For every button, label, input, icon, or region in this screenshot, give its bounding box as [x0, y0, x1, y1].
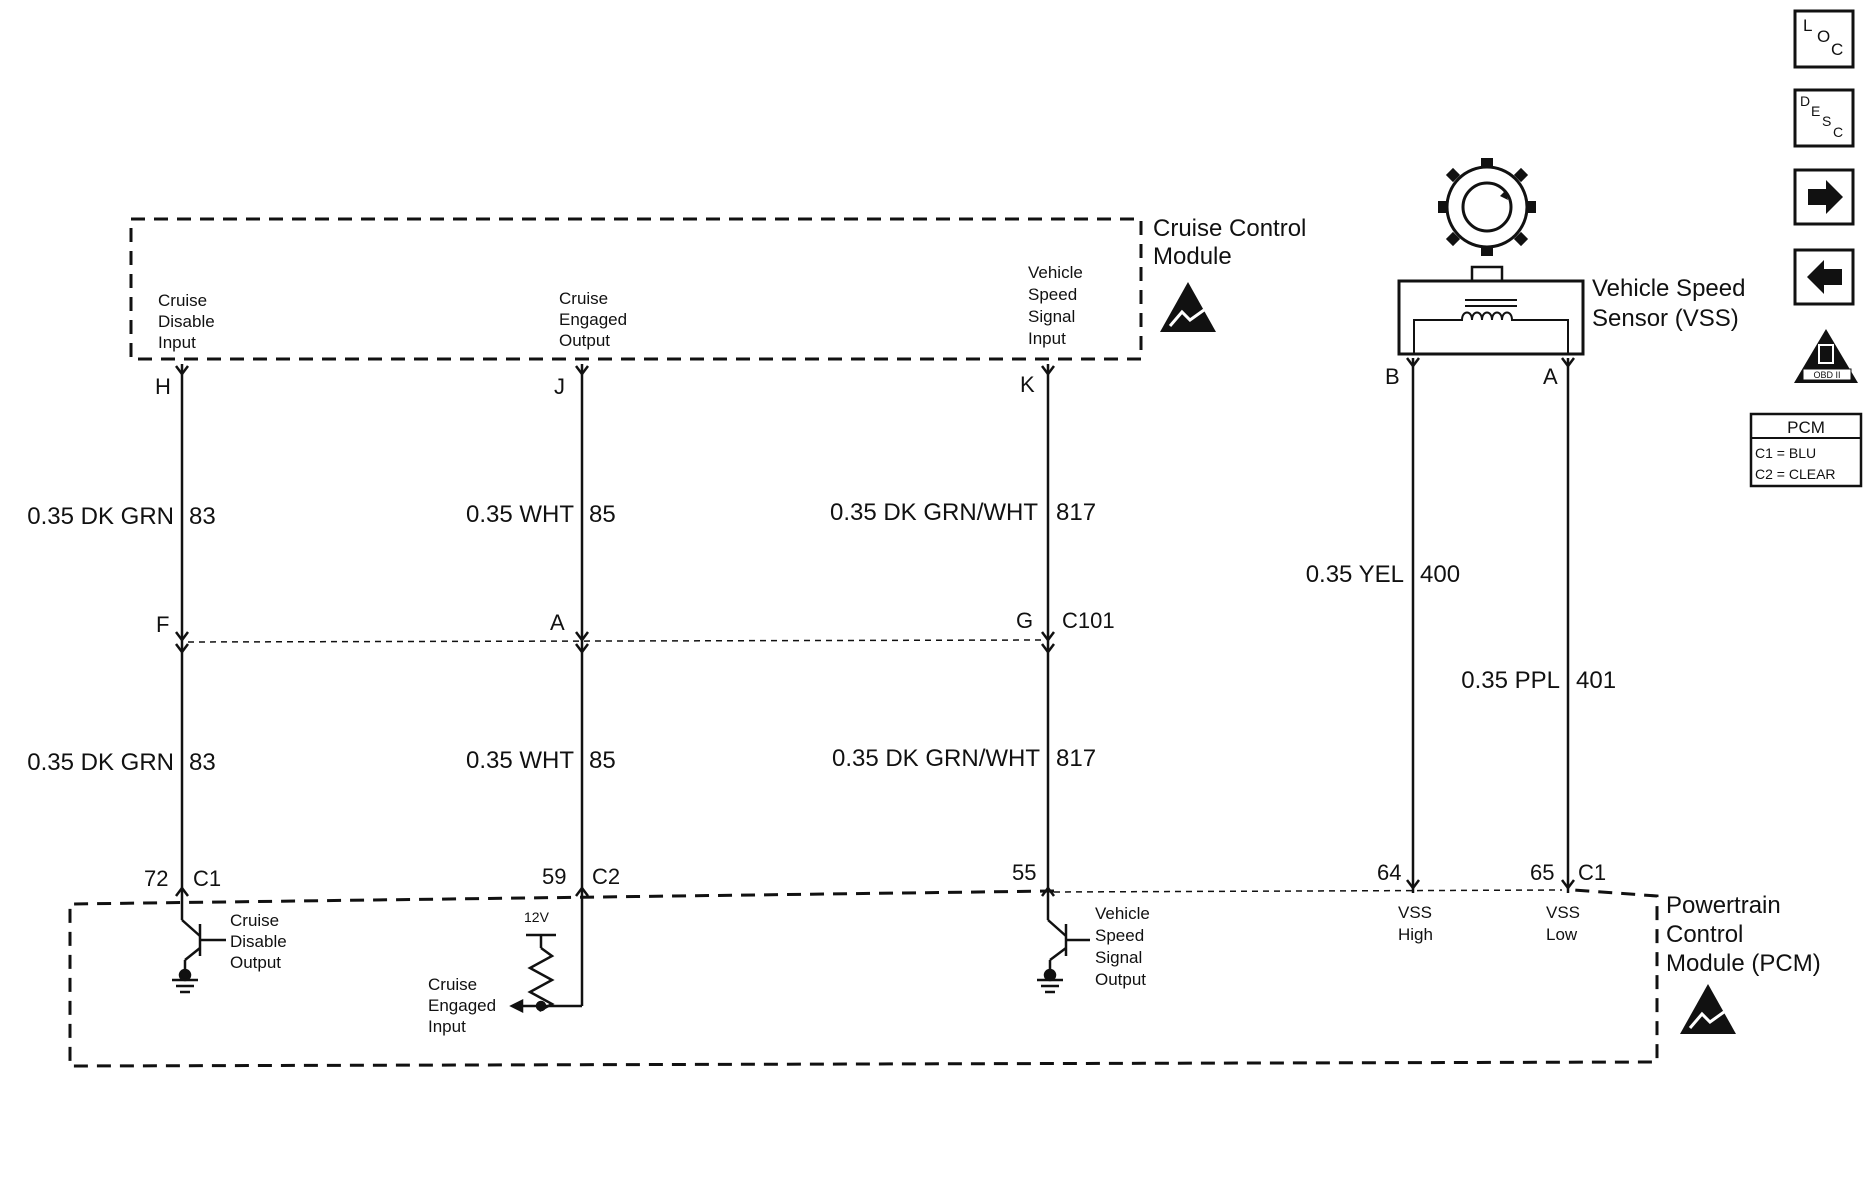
pcm-title-line2: Control [1666, 921, 1743, 948]
vss-low-l2: Low [1546, 925, 1578, 944]
wire-color-83-top: 0.35 DK GRN [27, 503, 174, 530]
cruise-engaged-output-l1: Cruise [559, 289, 608, 308]
wire-circuit-400: 400 [1420, 561, 1460, 588]
pcm-title-line1: Powertrain [1666, 892, 1781, 919]
vss-signal-output-l3: Signal [1095, 948, 1142, 967]
connector-c101: C101 [1062, 608, 1115, 633]
connector-c1-a: C1 [193, 866, 221, 891]
wire-color-401: 0.35 PPL [1461, 667, 1560, 694]
cruise-engaged-input-l3: Input [428, 1017, 466, 1036]
loc-letter-l: L [1803, 16, 1812, 35]
wire-color-83-bot: 0.35 DK GRN [27, 749, 174, 776]
wire-color-817-bot: 0.35 DK GRN/WHT [832, 745, 1040, 772]
obd-ii-icon[interactable]: OBD II [1794, 329, 1858, 383]
pin-B: B [1385, 364, 1400, 389]
loc-button[interactable]: L O C [1793, 9, 1855, 69]
wire-circuit-85-top: 85 [589, 501, 616, 528]
loc-letter-c: C [1831, 40, 1843, 59]
voltage-12v-label: 12V [524, 909, 550, 925]
cruise-module-title-line2: Module [1153, 243, 1232, 270]
desc-button[interactable]: D E S C [1793, 88, 1855, 148]
pcm-legend-row1: C1 = BLU [1755, 445, 1816, 461]
pin-72: 72 [144, 866, 168, 891]
desc-letter-s: S [1822, 113, 1831, 129]
powertrain-control-module: Powertrain Control Module (PCM) Cruise D… [68, 888, 1821, 1068]
pull-up-resistor [509, 898, 584, 1014]
wire-circuit-83-bot: 83 [189, 749, 216, 776]
wire-color-85-bot: 0.35 WHT [466, 747, 574, 774]
vss-signal-output-l2: Speed [1095, 926, 1144, 945]
connector-symbols [175, 357, 1575, 897]
pin-J: J [554, 374, 565, 399]
arrow-left-icon [1807, 260, 1842, 294]
connector-c101-line [187, 639, 1043, 643]
arrow-right-icon [1808, 180, 1843, 214]
vss-signal-input-l1: Vehicle [1028, 263, 1083, 282]
pin-H: H [155, 374, 171, 399]
esd-warning-icon [1680, 984, 1736, 1034]
wire-circuit-83-top: 83 [189, 503, 216, 530]
prev-page-button[interactable] [1793, 248, 1855, 306]
pin-A-conn: A [550, 610, 565, 635]
wire-color-400: 0.35 YEL [1306, 561, 1404, 588]
cruise-control-module: Cruise Control Module Cruise Disable Inp… [129, 215, 1306, 361]
vss-signal-input-l2: Speed [1028, 285, 1077, 304]
rotation-gear-icon [1438, 158, 1536, 256]
vss-low-l1: VSS [1546, 903, 1580, 922]
vss-signal-input-l3: Signal [1028, 307, 1075, 326]
vss-title-line2: Sensor (VSS) [1592, 305, 1739, 332]
pin-64: 64 [1377, 860, 1401, 885]
esd-warning-icon [1160, 282, 1216, 332]
loc-letter-o: O [1817, 27, 1830, 46]
cruise-disable-input-l1: Cruise [158, 291, 207, 310]
next-page-button[interactable] [1793, 168, 1855, 226]
vehicle-speed-sensor: Vehicle Speed Sensor (VSS) [1397, 158, 1745, 356]
connector-c2: C2 [592, 864, 620, 889]
vss-high-l1: VSS [1398, 903, 1432, 922]
cruise-module-title-line1: Cruise Control [1153, 215, 1306, 242]
cruise-disable-output-l2: Disable [230, 932, 287, 951]
cruise-disable-input-l2: Disable [158, 312, 215, 331]
cruise-engaged-input-l1: Cruise [428, 975, 477, 994]
desc-letter-e: E [1811, 103, 1820, 119]
vss-output-transistor [1037, 898, 1090, 994]
cruise-engaged-output-l2: Engaged [559, 310, 627, 329]
pcm-connector-line [1053, 889, 1563, 893]
desc-letter-d: D [1800, 93, 1810, 109]
wire-circuit-817-bot: 817 [1056, 745, 1096, 772]
pin-K: K [1020, 372, 1035, 397]
connector-c1-b: C1 [1578, 860, 1606, 885]
wire-circuit-85-bot: 85 [589, 747, 616, 774]
pin-59: 59 [542, 864, 566, 889]
wire-circuit-401: 401 [1576, 667, 1616, 694]
vss-signal-input-l4: Input [1028, 329, 1066, 348]
pcm-legend-row2: C2 = CLEAR [1755, 466, 1836, 482]
pcm-title-line3: Module (PCM) [1666, 950, 1821, 977]
pcm-legend-title: PCM [1787, 418, 1825, 437]
desc-letter-c: C [1833, 124, 1843, 140]
pin-A-vss: A [1543, 364, 1558, 389]
pin-F: F [156, 612, 169, 637]
cruise-disable-transistor [172, 898, 226, 994]
vss-title-line1: Vehicle Speed [1592, 275, 1745, 302]
wire-circuit-817-top: 817 [1056, 499, 1096, 526]
pin-55: 55 [1012, 860, 1036, 885]
vss-high-l2: High [1398, 925, 1433, 944]
pin-G: G [1016, 608, 1033, 633]
cruise-disable-output-l3: Output [230, 953, 281, 972]
cruise-disable-output-l1: Cruise [230, 911, 279, 930]
pcm-connector-legend: PCM C1 = BLU C2 = CLEAR [1749, 412, 1863, 488]
wire-color-817-top: 0.35 DK GRN/WHT [830, 499, 1038, 526]
vss-signal-output-l1: Vehicle [1095, 904, 1150, 923]
vss-signal-output-l4: Output [1095, 970, 1146, 989]
cruise-engaged-output-l3: Output [559, 331, 610, 350]
wire-color-85-top: 0.35 WHT [466, 501, 574, 528]
pin-65: 65 [1530, 860, 1554, 885]
obd-ii-label: OBD II [1813, 370, 1840, 380]
cruise-disable-input-l3: Input [158, 333, 196, 352]
cruise-engaged-input-l2: Engaged [428, 996, 496, 1015]
